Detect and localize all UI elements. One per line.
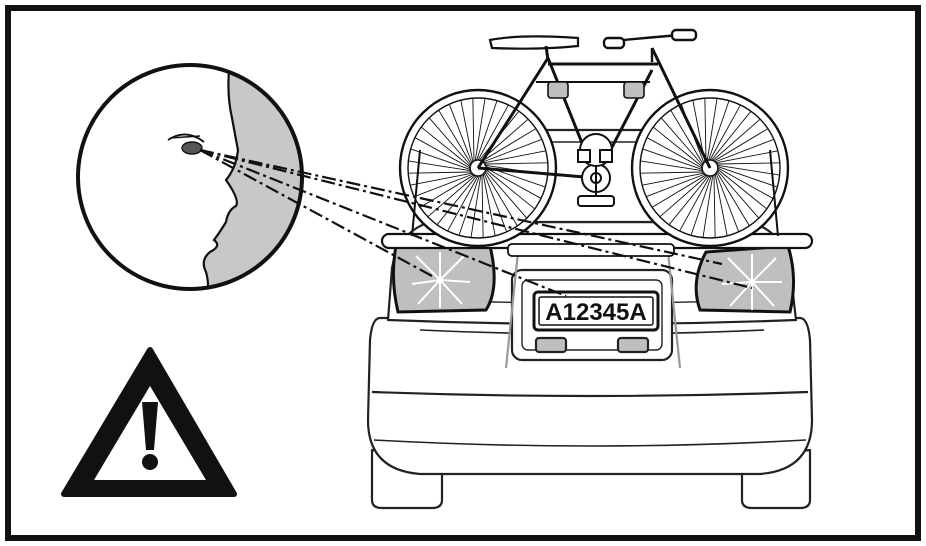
rack-clamp-right <box>624 82 644 98</box>
license-plate-text: A12345A <box>545 299 646 326</box>
rack-clamp-left <box>548 82 568 98</box>
bicycle-saddle <box>490 36 578 48</box>
tail-light-right <box>696 246 793 312</box>
tail-light-left <box>393 246 494 312</box>
plate-light-left <box>536 338 566 352</box>
bicycle-crank <box>578 134 614 206</box>
license-plate: A12345A <box>534 292 658 330</box>
plate-light-right <box>618 338 648 352</box>
